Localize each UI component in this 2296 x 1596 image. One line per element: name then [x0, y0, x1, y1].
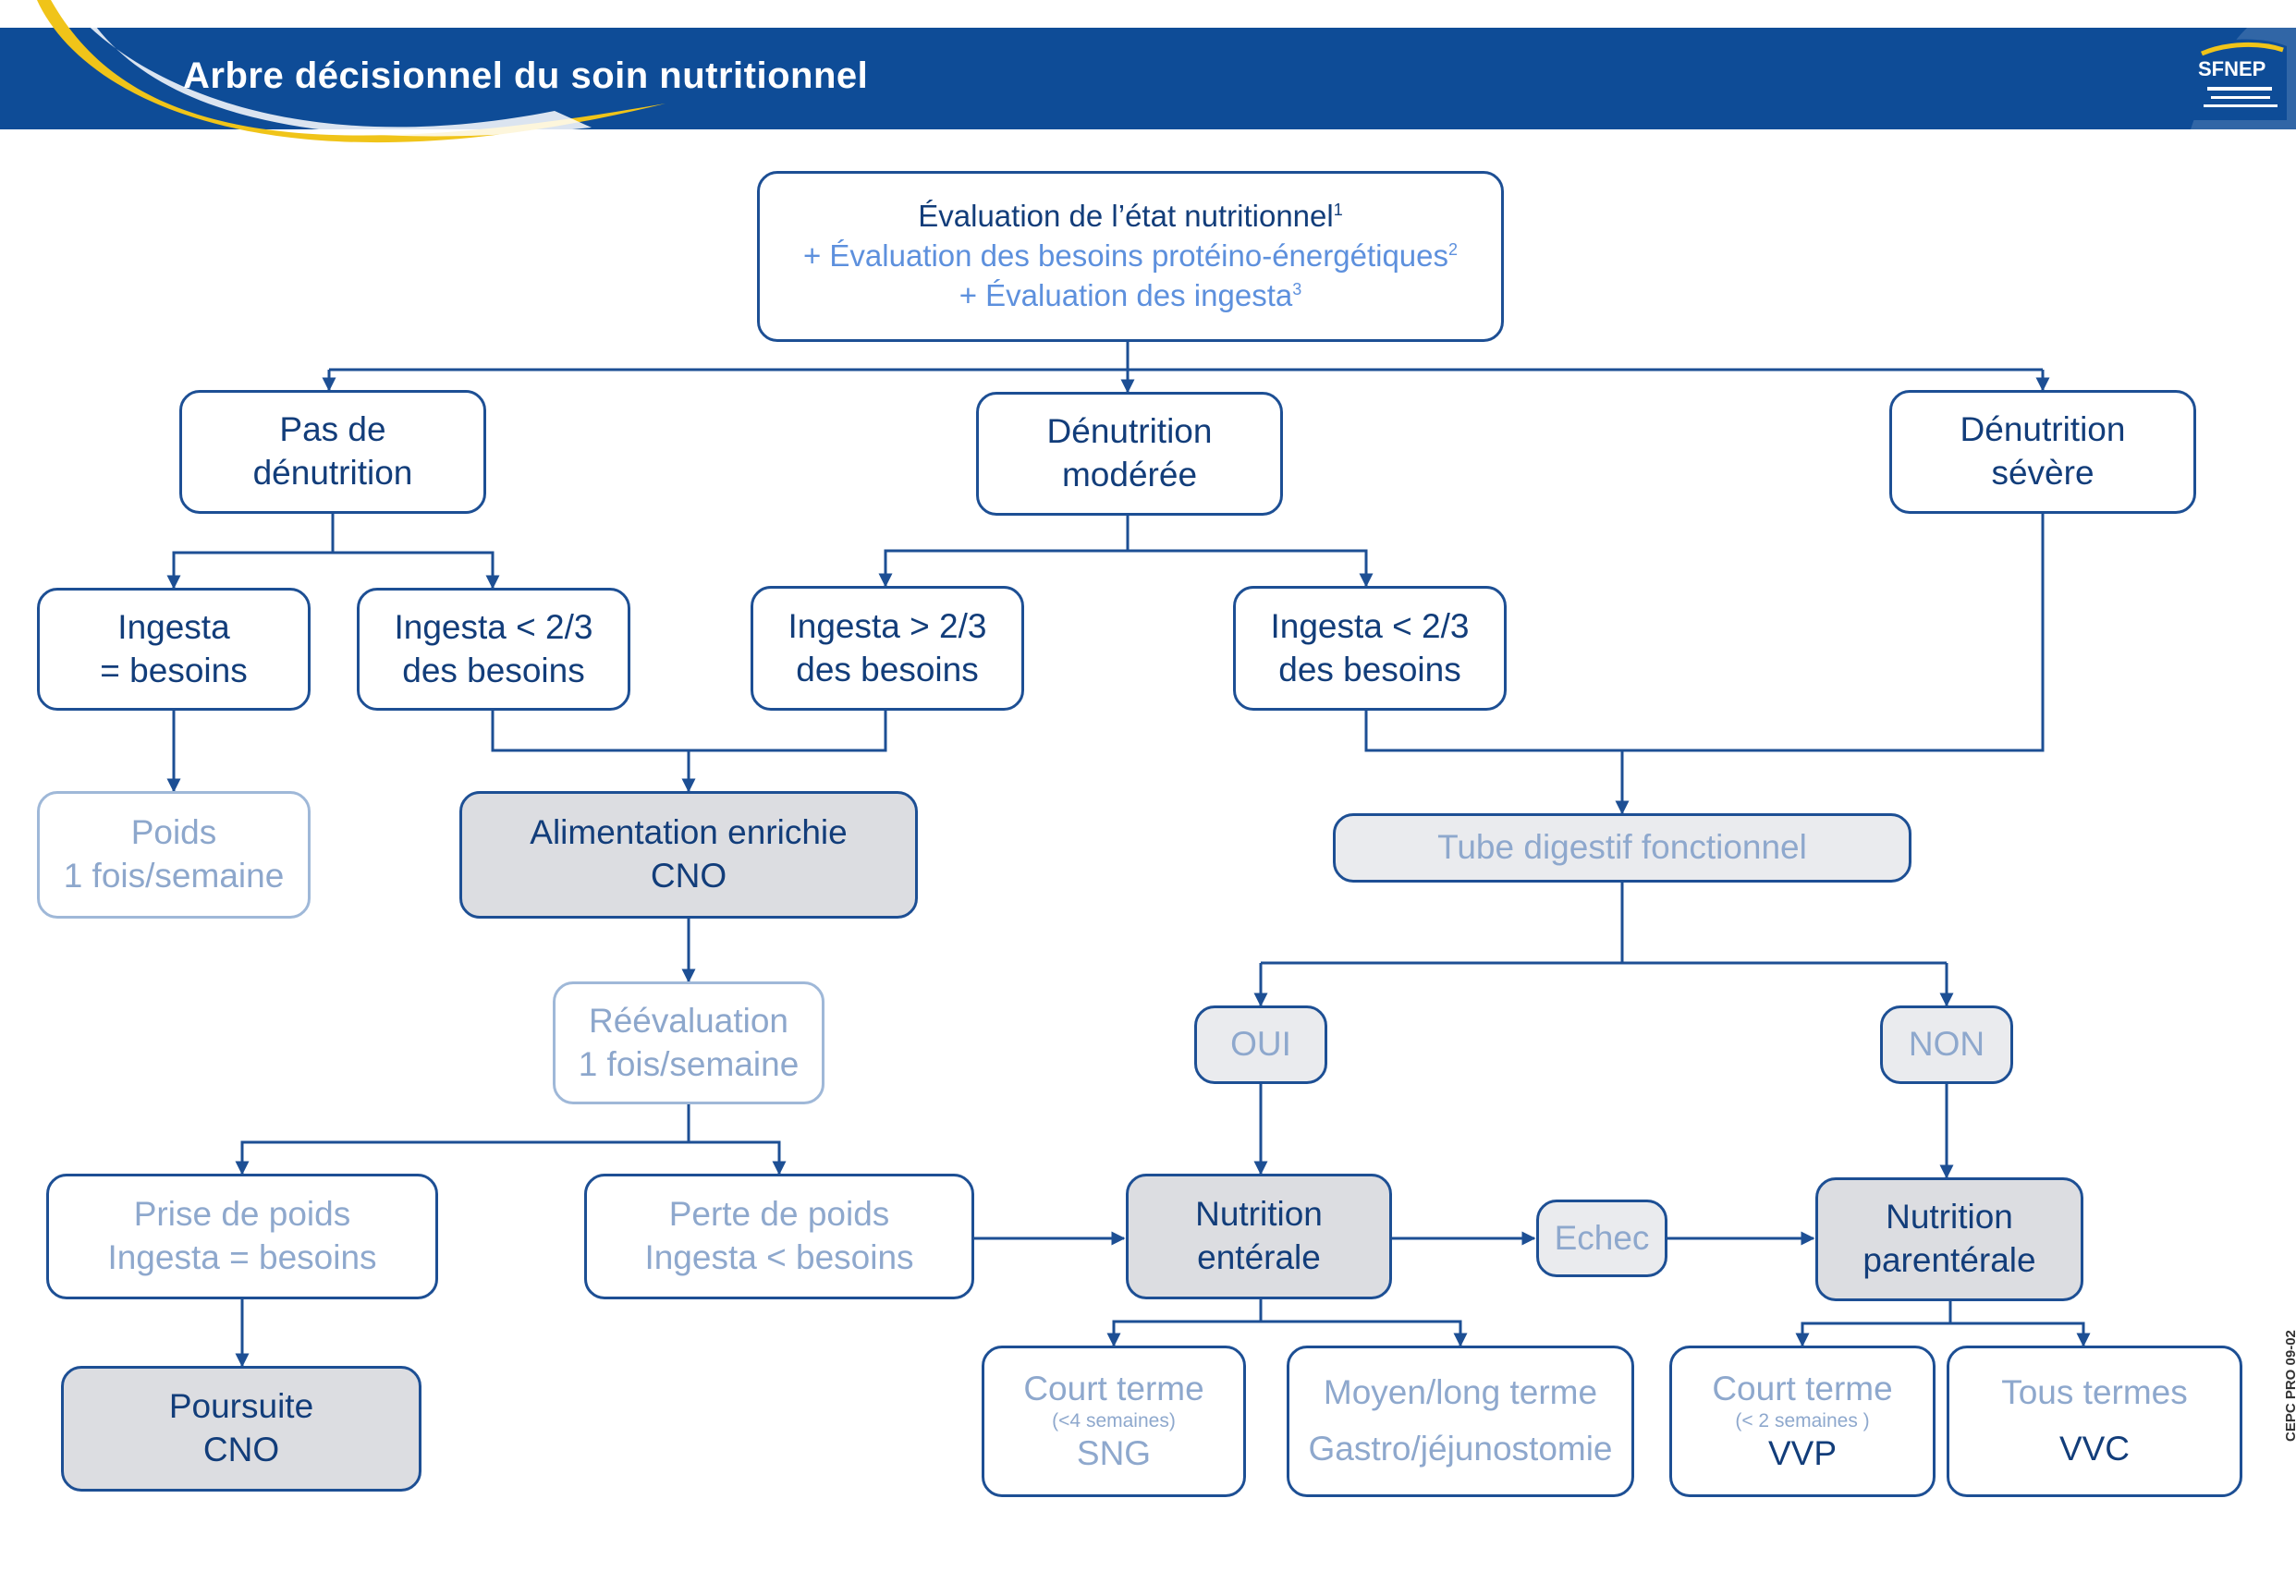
evaluation-line-3: + Évaluation des ingesta3 — [959, 277, 1302, 312]
page-title: Arbre décisionnel du soin nutritionnel — [183, 55, 869, 96]
node-court-terme-vvp: Court terme (< 2 semaines ) VVP — [1669, 1346, 1936, 1497]
node-echec: Echec — [1536, 1200, 1667, 1277]
evaluation-line-2: + Évaluation des besoins protéino-énergé… — [802, 238, 1459, 274]
document-code: CEPC PRO 09-02 — [2283, 1330, 2296, 1442]
node-court-terme-sng: Court terme (<4 semaines) SNG — [982, 1346, 1246, 1497]
node-non: NON — [1880, 1005, 2013, 1084]
node-ingesta-egal-besoins: Ingesta= besoins — [37, 588, 311, 711]
node-tous-termes: Tous termes VVC — [1947, 1346, 2242, 1497]
evaluation-line-1: Évaluation de l’état nutritionnel1 — [918, 199, 1343, 234]
logo-text: SFNEP — [2198, 57, 2266, 80]
node-oui: OUI — [1194, 1005, 1327, 1084]
sfnep-logo — [2191, 39, 2287, 120]
evaluation-box: Évaluation de l’état nutritionnel1 + Éva… — [757, 171, 1504, 342]
node-moyen-long-terme: Moyen/long terme Gastro/jéjunostomie — [1287, 1346, 1634, 1497]
node-tube-digestif: Tube digestif fonctionnel — [1333, 813, 1911, 883]
